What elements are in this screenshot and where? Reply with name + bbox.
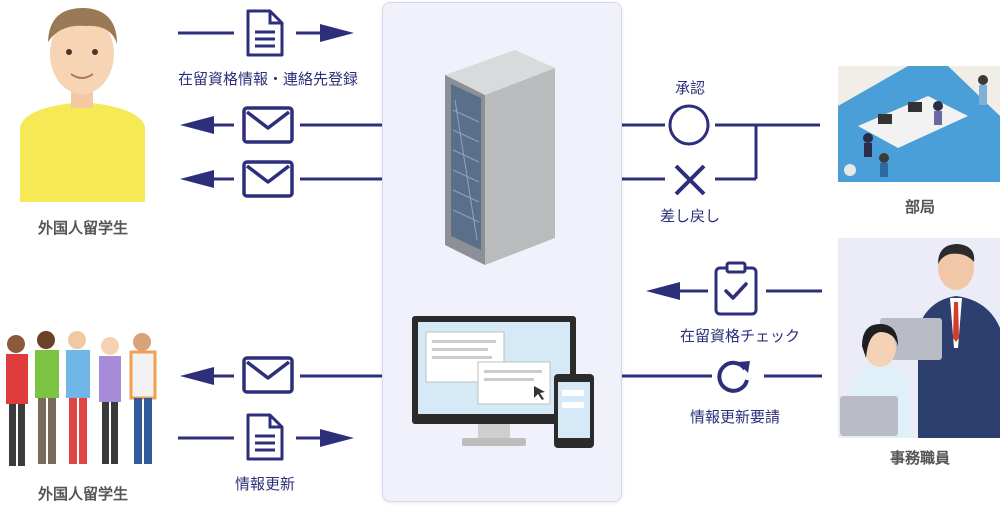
staff-label: 事務職員 — [889, 449, 950, 467]
arrow-left-icon — [180, 116, 214, 134]
staff-illustration — [838, 238, 1000, 438]
department-office-illustration — [838, 66, 1000, 182]
mail-icon — [242, 106, 294, 144]
arrow-right-icon — [320, 429, 354, 447]
cross-icon — [674, 164, 706, 196]
computer-icon — [412, 316, 594, 448]
student-avatar — [20, 7, 145, 202]
check-label: 在留資格チェック — [679, 327, 800, 345]
mail-icon — [242, 160, 294, 198]
approve-label: 承認 — [674, 79, 705, 97]
server-icon — [445, 50, 555, 265]
request-update-label: 情報更新要請 — [689, 408, 780, 426]
clipboard-check-icon — [714, 261, 758, 316]
arrow-left-icon — [180, 367, 214, 385]
department-label: 部局 — [904, 198, 935, 216]
reject-label: 差し戻し — [659, 207, 720, 225]
document-icon — [246, 9, 284, 57]
arrow-left-icon — [646, 282, 680, 300]
circle-icon — [668, 104, 710, 146]
student-label: 外国人留学生 — [37, 219, 128, 237]
arrow-left-icon — [180, 170, 214, 188]
register-label: 在留資格情報・連絡先登録 — [177, 70, 358, 88]
smartphone-icon — [554, 374, 594, 448]
document-icon — [246, 413, 284, 461]
students-group-avatar — [6, 331, 157, 466]
arrow-right-icon — [320, 24, 354, 42]
mail-icon — [242, 356, 294, 394]
refresh-icon — [717, 360, 750, 393]
students-label: 外国人留学生 — [37, 485, 128, 503]
update-label: 情報更新 — [234, 475, 295, 493]
